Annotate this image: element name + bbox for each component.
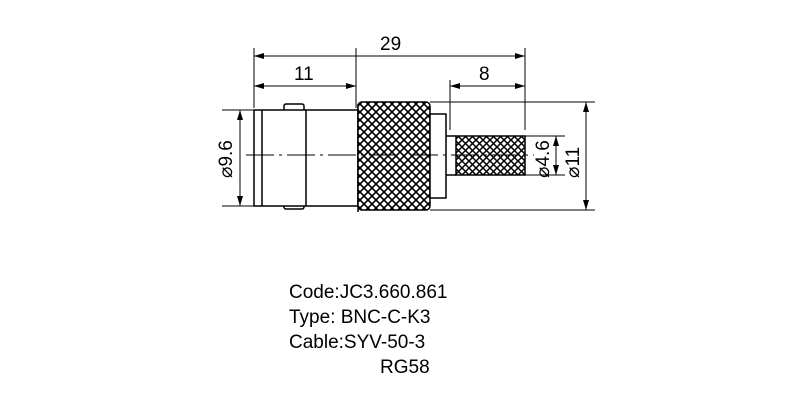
cable-alt-text: RG58 [380, 357, 430, 378]
cable-text: Cable:SYV-50-3 [289, 332, 426, 353]
left-length-label: 11 [294, 64, 314, 85]
nut-collar [429, 113, 447, 199]
spec-block: Code:JC3.660.861 Type: BNC-C-K3 Cable:SY… [289, 280, 447, 380]
right-length-label: 8 [479, 64, 490, 85]
type-text: Type: BNC-C-K3 [289, 307, 431, 328]
diameter-pin-label: ⌀4.6 [533, 140, 554, 178]
overall-length-label: 29 [380, 34, 401, 55]
knurled-nut [357, 101, 431, 211]
diameter-nut-label: ⌀11 [563, 147, 584, 178]
connector-body [253, 103, 359, 212]
diameter-left-label: ⌀9.6 [216, 140, 237, 178]
code-text: Code:JC3.660.861 [289, 282, 448, 303]
